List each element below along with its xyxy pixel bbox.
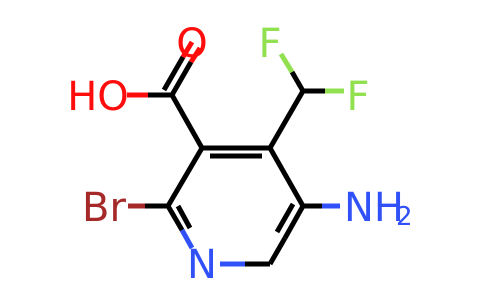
bond-n-c2-b: [165, 204, 185, 232]
bond-cf1-a: [289, 70, 306, 93]
bonds: [127, 40, 344, 267]
atom-labels: O HO F F Br N NH 2: [67, 21, 412, 288]
bond-carbonyl-1a: [169, 60, 194, 97]
bond-carbonyl-1b: [188, 46, 203, 64]
bond-carbonyl-2a: [161, 55, 186, 92]
hydroxyl-label: HO: [67, 74, 129, 120]
bond-c5-c6-b: [267, 236, 288, 266]
bond-c5-c6-inner: [274, 202, 296, 234]
bond-c4-c5: [267, 146, 306, 208]
bond-carbonyl-2b: [180, 40, 195, 59]
fluorine-2-label: F: [346, 74, 369, 120]
amino-label: NH: [344, 185, 404, 231]
ring-nitrogen-label: N: [187, 242, 217, 288]
bond-c5-c6-a: [282, 204, 306, 240]
amino-subscript: 2: [396, 202, 413, 232]
fluorine-1-label: F: [258, 21, 281, 67]
bond-c2-c3: [165, 146, 205, 208]
oxygen-carbonyl-label: O: [176, 21, 207, 67]
bromine-label: Br: [82, 185, 126, 231]
bond-carboxyl-ring: [169, 93, 205, 150]
bond-n-c2-inner: [175, 204, 193, 230]
bond-c4-chf2: [267, 89, 306, 150]
bond-cf1-b: [278, 52, 295, 74]
bond-n-c2-a: [179, 228, 195, 250]
